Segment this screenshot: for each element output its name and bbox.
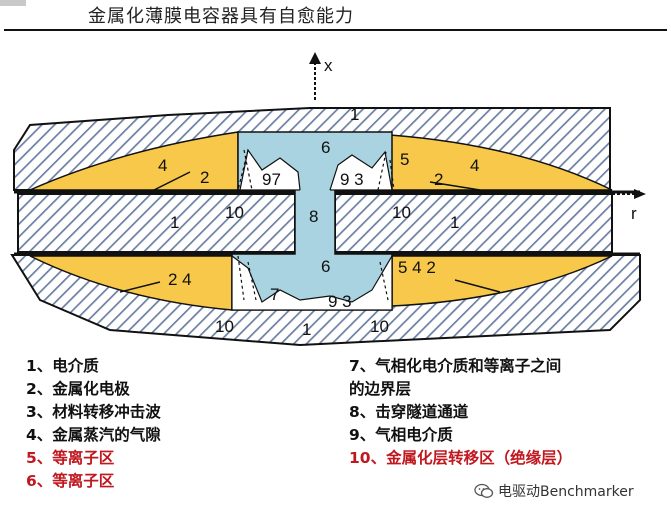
- label-2-left: 2: [200, 168, 209, 187]
- r-axis-arrow-icon: [634, 189, 646, 199]
- gap-bottom-right: [391, 255, 613, 307]
- gap-bottom-left: [29, 255, 233, 311]
- header-mark: [0, 0, 26, 6]
- leader-bottom-left: [119, 281, 161, 293]
- gap-top-left: [29, 131, 239, 191]
- legend-item-9: 9、气相电介质: [349, 426, 453, 444]
- leader-top-right-2: [429, 181, 481, 191]
- label-10-mid-right: 10: [392, 203, 411, 222]
- label-5-right: 5: [400, 150, 409, 169]
- label-4-left: 4: [158, 156, 167, 175]
- leader-bottom-right: [454, 279, 501, 293]
- page-title: 金属化薄膜电容器具有自愈能力: [88, 6, 354, 27]
- label-8: 8: [309, 207, 318, 226]
- label-24-bottom: 2 4: [168, 270, 192, 289]
- legend-item-7: 7、气相化电介质和等离子之间: [349, 357, 562, 375]
- watermark-text: 电驱动Benchmarker: [498, 484, 634, 500]
- label-6-bottom: 6: [321, 257, 330, 276]
- axis-r-label: r: [631, 204, 637, 223]
- legend-right: 7、气相化电介质和等离子之间 的边界层 8、击穿隧道通道 9、气相电介质 10、…: [349, 355, 572, 470]
- label-93-top: 9 3: [340, 170, 364, 189]
- label-2-right: 2: [434, 170, 443, 189]
- label-1-mid-left: 1: [170, 213, 179, 232]
- legend-item-6: 6、等离子区: [26, 472, 115, 490]
- boundary-layer-left: [237, 149, 253, 191]
- boundary-layer-right: [377, 151, 395, 191]
- label-4-right: 4: [470, 156, 479, 175]
- legend-item-8: 8、击穿隧道通道: [349, 403, 469, 421]
- dielectric-middle-right: [334, 193, 613, 253]
- legend-item-4: 4、金属蒸汽的气隙: [26, 426, 161, 444]
- breakdown-channel: [300, 190, 330, 254]
- legend-item-7-cont: 的边界层: [349, 380, 412, 398]
- vapour-pocket-bottom: [231, 253, 393, 311]
- legend-item-3: 3、材料转移冲击波: [26, 403, 161, 421]
- x-axis-arrow-icon: [309, 52, 321, 64]
- label-10-bottom-left: 10: [215, 317, 234, 336]
- vapour-pocket-top-right: [329, 150, 393, 191]
- axis-x-label: x: [324, 56, 333, 75]
- legend-item-1: 1、电介质: [26, 357, 99, 375]
- legend-left: 1、电介质 2、金属化电极 3、材料转移冲击波 4、金属蒸汽的气隙 5、等离子区…: [26, 355, 161, 493]
- boundary-layer-bottom-right: [379, 261, 389, 301]
- label-542-bottom: 5 4 2: [398, 258, 436, 277]
- label-10-bottom-right: 10: [370, 317, 389, 336]
- legend-item-5: 5、等离子区: [26, 449, 115, 467]
- leader-top-left-2: [149, 171, 191, 193]
- legend-item-10: 10、金属化层转移区（绝缘层）: [349, 449, 573, 467]
- watermark: 电驱动Benchmarker: [474, 481, 634, 501]
- label-93-bottom: 9 3: [328, 292, 352, 311]
- title-divider: [4, 29, 667, 31]
- label-10-mid-left: 10: [225, 203, 244, 222]
- label-1-top: 1: [350, 105, 359, 124]
- gap-top-right: [389, 134, 613, 191]
- legend-item-2: 2、金属化电极: [26, 380, 130, 398]
- self-healing-diagram: x r 1 6 4 2 97 9 3 5 2 4 1 10 8 10 1 6 2…: [10, 52, 646, 347]
- label-6-top: 6: [321, 138, 330, 157]
- label-1-mid-right: 1: [450, 213, 459, 232]
- label-7-bottom: 7: [270, 285, 279, 304]
- label-1-bottom: 1: [302, 320, 311, 339]
- label-97: 97: [262, 170, 281, 189]
- wechat-icon: [474, 483, 494, 498]
- boundary-layer-bottom-left: [237, 255, 257, 301]
- dielectric-middle-left: [17, 193, 296, 253]
